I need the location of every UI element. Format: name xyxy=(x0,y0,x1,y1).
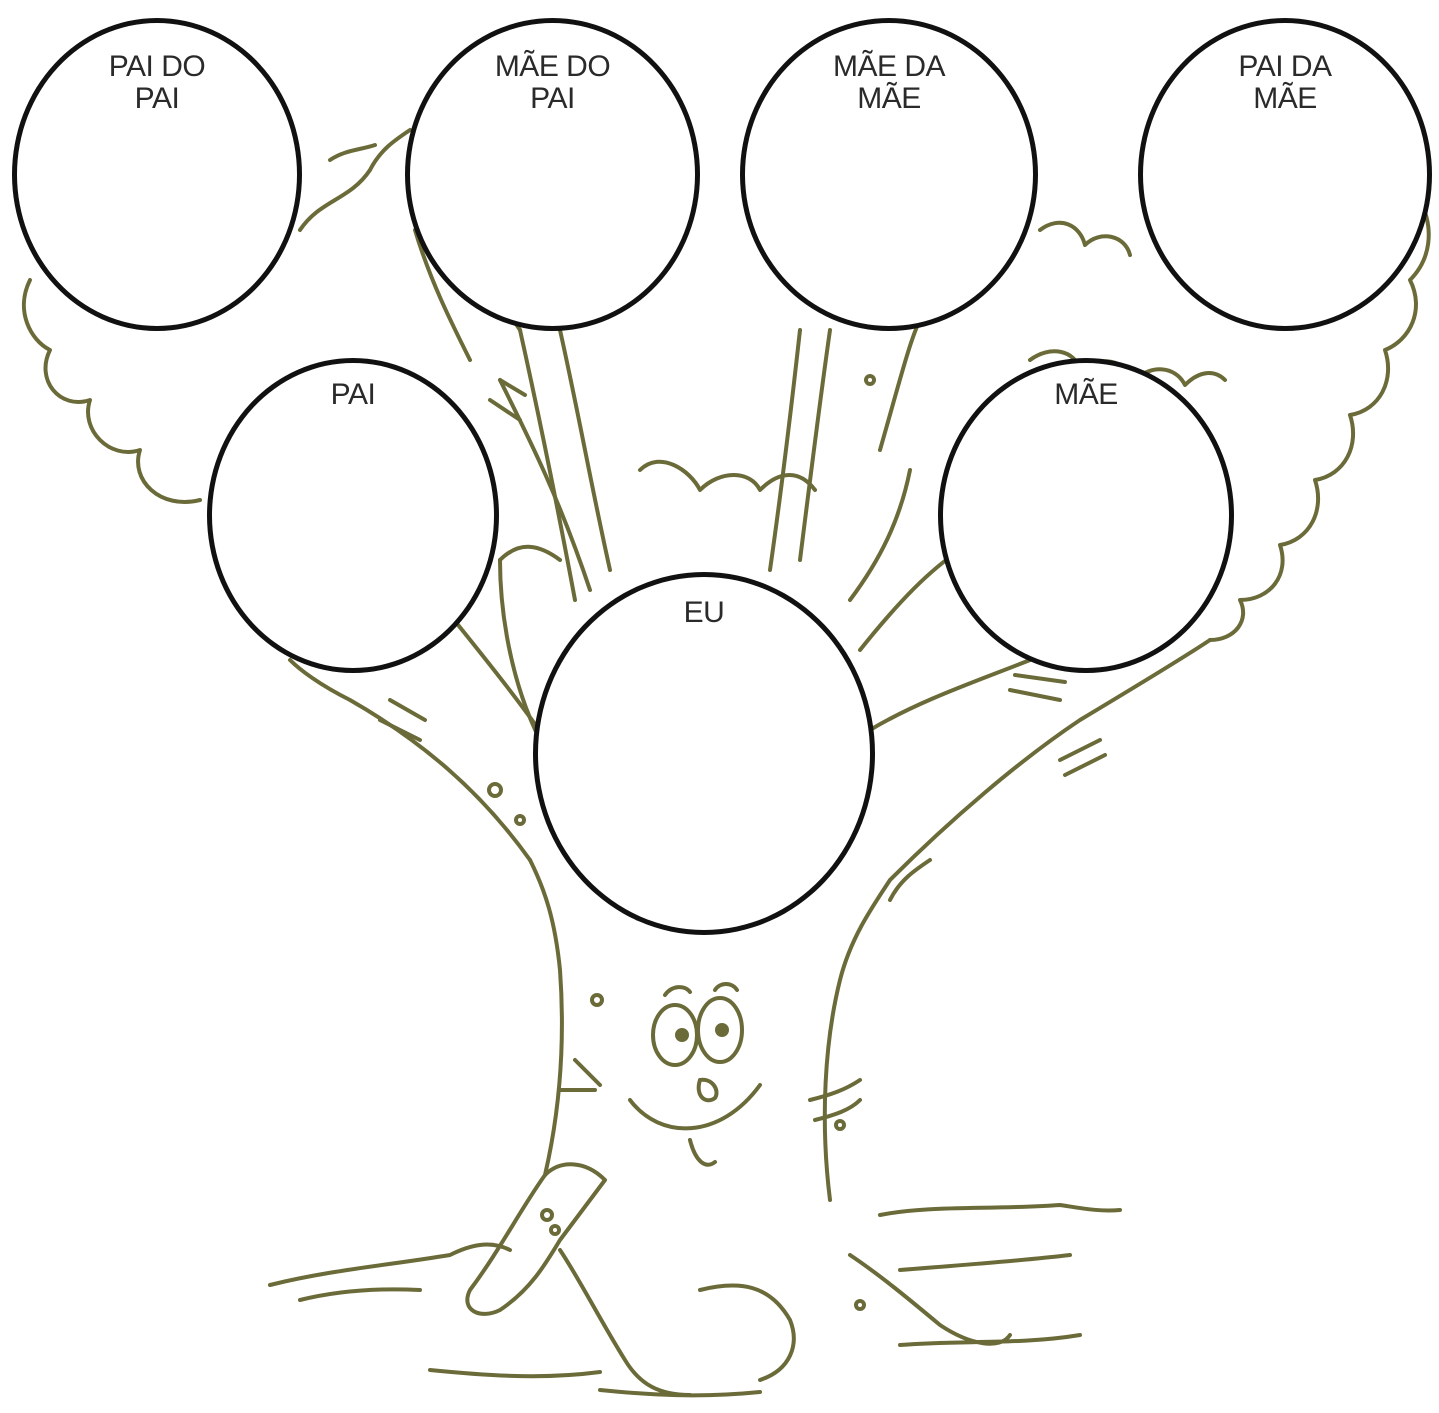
foliage-middle xyxy=(640,462,815,490)
node-pai: PAI xyxy=(207,358,499,673)
node-label-line1: PAI DA xyxy=(1143,51,1427,83)
tree-mouth xyxy=(630,1085,760,1128)
grass-right xyxy=(880,1205,1120,1215)
node-pai-do-pai: PAI DO PAI xyxy=(12,18,302,331)
node-eu: EU xyxy=(533,572,875,935)
node-label-line2: MÃE xyxy=(745,83,1033,115)
node-pai-da-mae: PAI DA MÃE xyxy=(1138,18,1432,331)
node-mae-da-mae: MÃE DA MÃE xyxy=(740,18,1038,331)
node-label-line1: MÃE DO xyxy=(410,51,695,83)
node-mae: MÃE xyxy=(938,358,1234,673)
tree-nose xyxy=(699,1080,717,1101)
node-label: PAI xyxy=(212,379,494,411)
node-label-line1: PAI DO xyxy=(17,51,297,83)
node-label-line2: PAI xyxy=(17,83,297,115)
node-label: MÃE xyxy=(943,379,1229,411)
grass-left xyxy=(270,1245,510,1285)
node-label-line2: PAI xyxy=(410,83,695,115)
trunk-left xyxy=(530,860,562,1175)
node-mae-do-pai: MÃE DO PAI xyxy=(405,18,700,331)
node-label-line2: MÃE xyxy=(1143,83,1427,115)
node-label: EU xyxy=(538,597,870,629)
node-label-line1: MÃE DA xyxy=(745,51,1033,83)
trunk-right xyxy=(825,880,890,1200)
